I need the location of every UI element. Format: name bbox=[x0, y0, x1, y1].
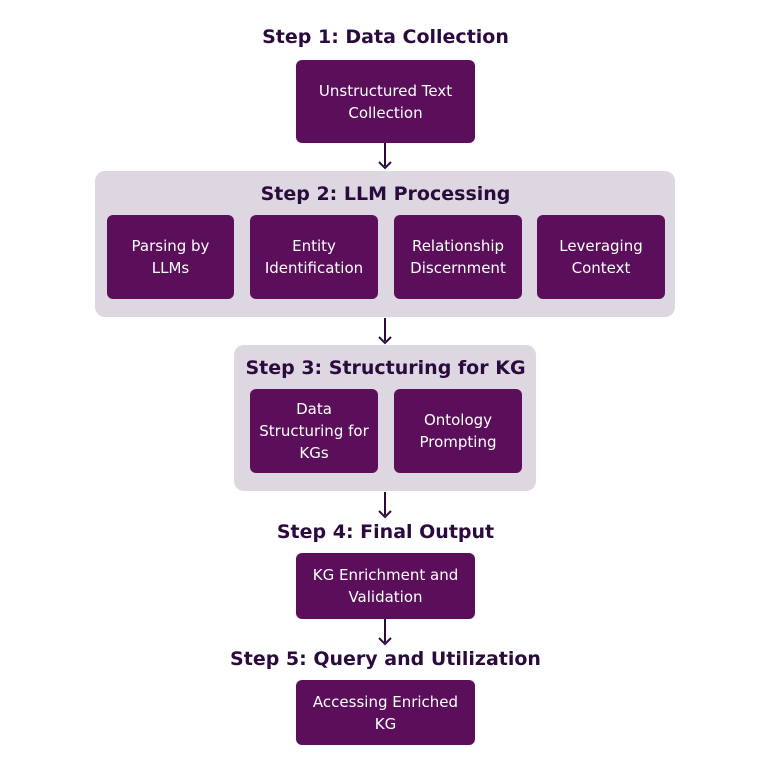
data-structuring-box: Data Structuring for KGs bbox=[250, 389, 378, 473]
box-label: Unstructured Text Collection bbox=[318, 81, 453, 122]
relationship-discernment-box: Relationship Discernment bbox=[394, 215, 522, 299]
step5-title: Step 5: Query and Utilization bbox=[230, 648, 541, 670]
unstructured-text-collection-box: Unstructured Text Collection bbox=[296, 60, 475, 143]
step3-title: Step 3: Structuring for KG bbox=[245, 357, 526, 379]
box-label: Leveraging Context bbox=[559, 237, 643, 277]
kg-enrichment-box: KG Enrichment and Validation bbox=[296, 553, 475, 619]
box-label: Data Structuring for KGs bbox=[259, 400, 369, 462]
accessing-enriched-kg-box: Accessing Enriched KG bbox=[296, 680, 475, 745]
arrowhead-4 bbox=[378, 637, 392, 646]
box-label: Accessing Enriched KG bbox=[312, 692, 459, 733]
step4-title: Step 4: Final Output bbox=[276, 521, 495, 543]
step1-title: Step 1: Data Collection bbox=[262, 26, 509, 48]
box-label: Ontology Prompting bbox=[419, 411, 497, 451]
ontology-prompting-box: Ontology Prompting bbox=[394, 389, 522, 473]
arrowhead-1 bbox=[378, 161, 392, 170]
arrowhead-2 bbox=[378, 336, 392, 345]
box-label: Relationship Discernment bbox=[410, 237, 506, 277]
box-label: KG Enrichment and Validation bbox=[312, 566, 459, 606]
arrowhead-3 bbox=[378, 510, 392, 519]
box-label: Parsing by LLMs bbox=[131, 237, 210, 277]
step2-title: Step 2: LLM Processing bbox=[260, 183, 511, 205]
leveraging-context-box: Leveraging Context bbox=[537, 215, 665, 299]
box-label: Entity Identification bbox=[264, 237, 364, 277]
entity-identification-box: Entity Identification bbox=[250, 215, 378, 299]
parsing-by-llms-box: Parsing by LLMs bbox=[107, 215, 234, 299]
